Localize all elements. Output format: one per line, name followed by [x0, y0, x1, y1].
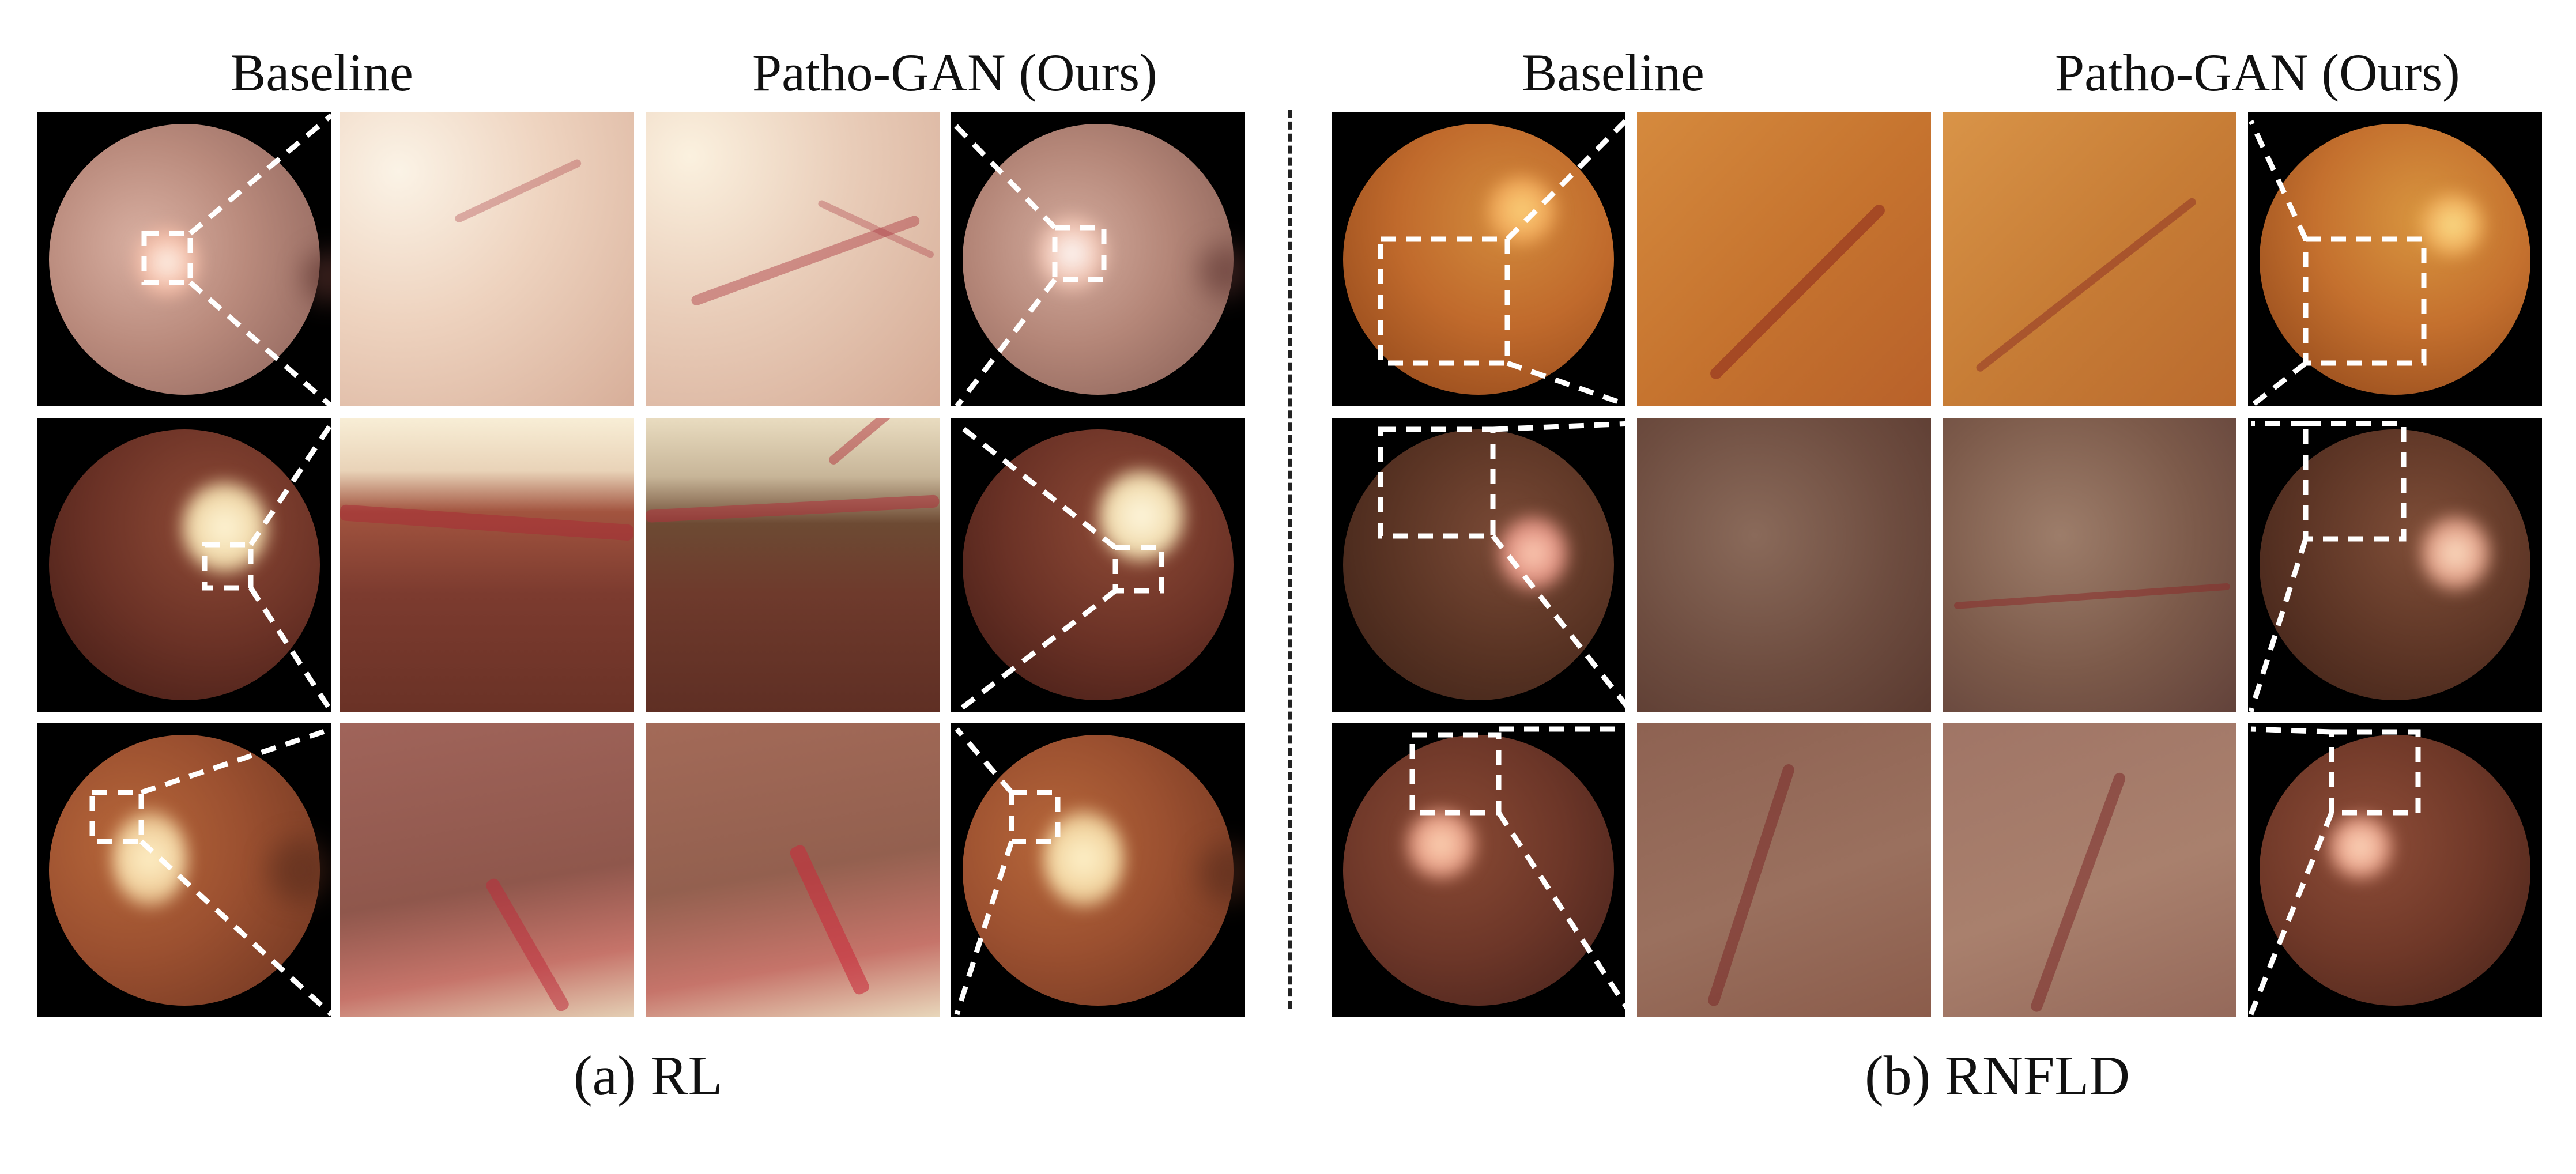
rl-row1-ours-fundus [951, 112, 1245, 406]
rl-row1-baseline-zoom [340, 112, 634, 406]
panel-divider [1288, 110, 1292, 1009]
right-baseline-label: Baseline [1522, 43, 1704, 102]
rl-row3-ours-zoom [646, 723, 940, 1017]
rnfld-row1-baseline-fundus [1332, 112, 1625, 406]
rnfld-row3-ours-zoom [1943, 723, 2236, 1017]
rl-row3-ours-fundus [951, 723, 1245, 1017]
left-baseline-label: Baseline [231, 43, 413, 102]
rnfld-row3-baseline-fundus [1332, 723, 1625, 1017]
rnfld-row2-baseline-zoom [1637, 418, 1931, 712]
rnfld-row1-ours-zoom [1943, 112, 2236, 406]
rl-row3-baseline-zoom [340, 723, 634, 1017]
rl-row1-ours-zoom [646, 112, 940, 406]
caption-rl: (a) RL [574, 1045, 723, 1107]
rl-row1-baseline-fundus [37, 112, 331, 406]
rl-row3-baseline-fundus [37, 723, 331, 1017]
rnfld-row3-baseline-zoom [1637, 723, 1931, 1017]
rl-row2-baseline-fundus [37, 418, 331, 712]
rnfld-row3-ours-fundus [2248, 723, 2542, 1017]
rnfld-row1-ours-fundus [2248, 112, 2542, 406]
rl-row2-ours-zoom [646, 418, 940, 712]
rnfld-row2-ours-zoom [1943, 418, 2236, 712]
left-ours-label: Patho-GAN (Ours) [752, 43, 1157, 102]
rnfld-row1-baseline-zoom [1637, 112, 1931, 406]
rnfld-row2-baseline-fundus [1332, 418, 1625, 712]
rnfld-row2-ours-fundus [2248, 418, 2542, 712]
rl-row2-baseline-zoom [340, 418, 634, 712]
rl-row2-ours-fundus [951, 418, 1245, 712]
right-ours-label: Patho-GAN (Ours) [2055, 43, 2460, 102]
caption-rnfld: (b) RNFLD [1865, 1045, 2130, 1107]
